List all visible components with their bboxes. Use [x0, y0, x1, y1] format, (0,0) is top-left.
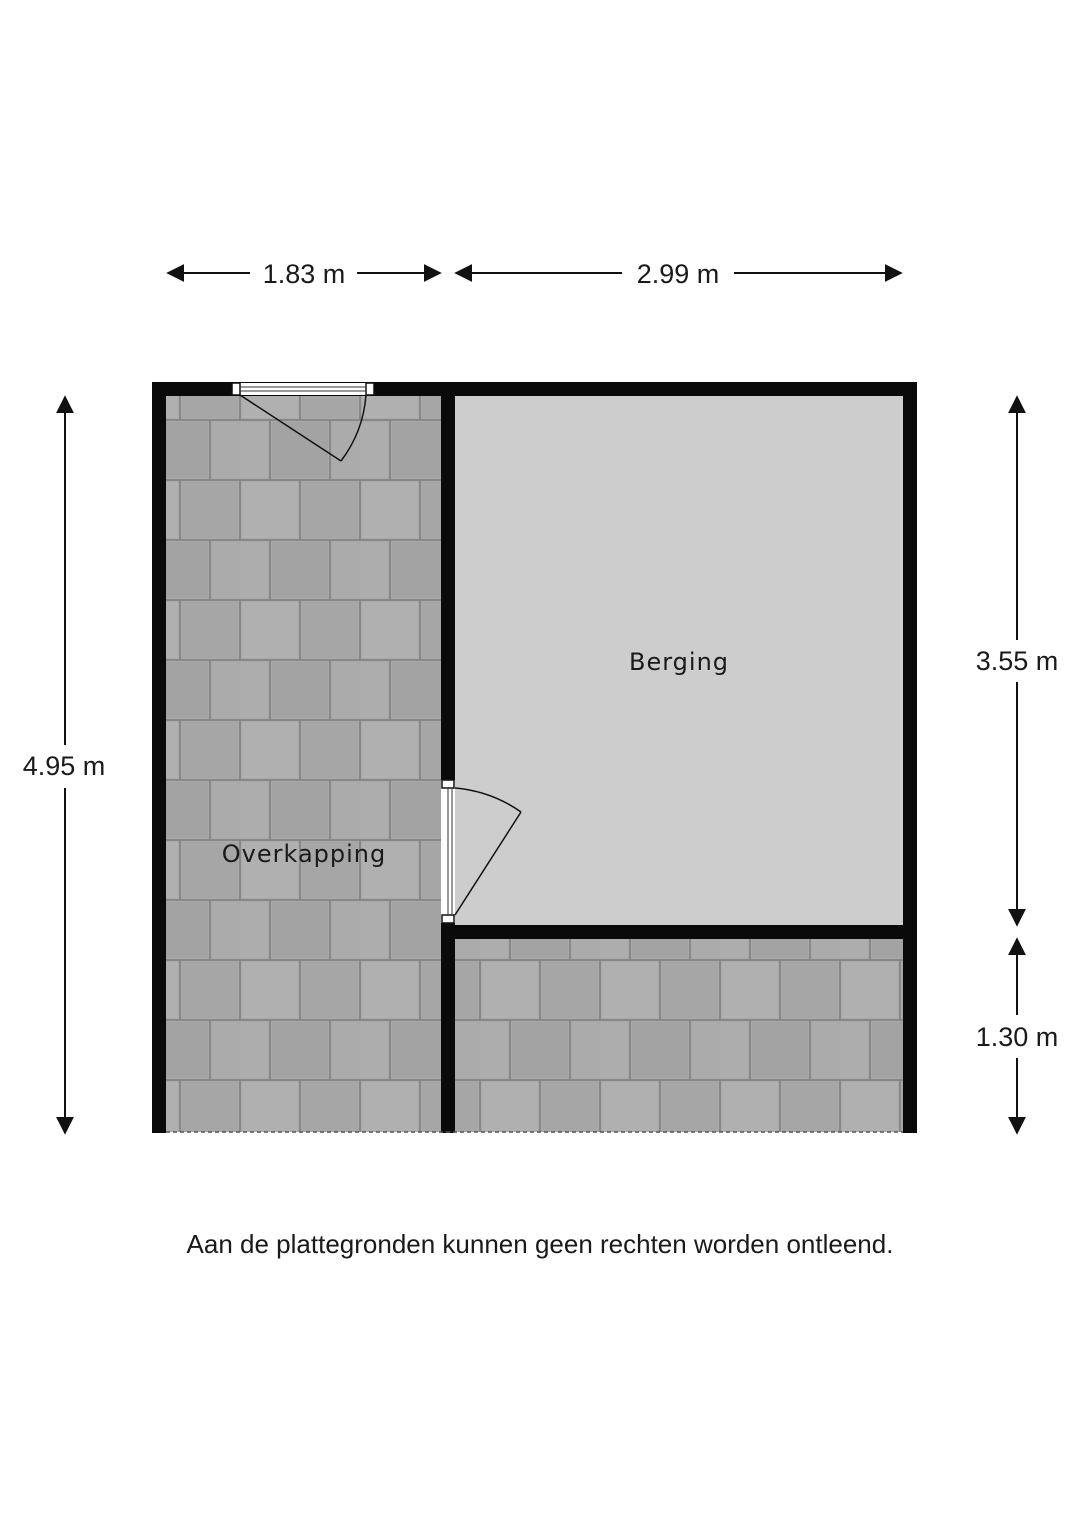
door-swing-icon [239, 394, 367, 462]
door-swing-icon [454, 787, 522, 916]
lower-terrace-floor [448, 932, 908, 1132]
wall-middle [441, 382, 455, 1133]
dimension-label: 3.55 m [976, 646, 1059, 676]
room-label-berging: Berging [629, 648, 729, 676]
room-label-overkapping: Overkapping [222, 840, 387, 868]
disclaimer-text: Aan de plattegronden kunnen geen rechten… [186, 1229, 894, 1259]
dimension-label: 1.83 m [263, 259, 346, 289]
dimension-right-lower: 1.30 m [976, 937, 1059, 1135]
overkapping-floor [160, 390, 448, 1132]
top-door [231, 382, 375, 462]
dimension-left: 4.95 m [23, 395, 106, 1135]
dimension-top-left: 1.83 m [166, 259, 442, 289]
wall-berging-bottom [441, 925, 917, 939]
berging-floor [448, 390, 908, 932]
dimension-label: 4.95 m [23, 751, 106, 781]
dimension-top-right: 2.99 m [454, 259, 903, 289]
wall-left [152, 382, 166, 1133]
dimension-label: 1.30 m [976, 1022, 1059, 1052]
berging-door [441, 779, 522, 924]
wall-right [903, 382, 917, 1133]
dimension-label: 2.99 m [637, 259, 720, 289]
walls [152, 382, 917, 1133]
dimension-right-upper: 3.55 m [976, 395, 1059, 927]
